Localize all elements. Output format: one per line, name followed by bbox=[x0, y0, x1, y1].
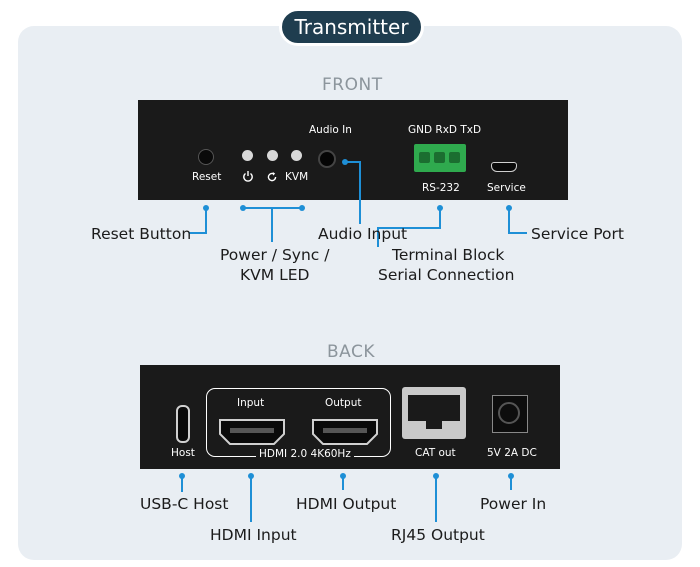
hdmi-output-label: Output bbox=[325, 397, 362, 409]
back-section-label: BACK bbox=[327, 342, 376, 362]
callout-led-line2: KVM LED bbox=[240, 266, 310, 284]
sync-led bbox=[267, 150, 278, 161]
rj45-opening bbox=[408, 395, 460, 421]
service-label: Service bbox=[487, 182, 526, 194]
front-section-label: FRONT bbox=[322, 75, 383, 95]
callout-reset-button: Reset Button bbox=[91, 225, 192, 243]
callout-usbc-host: USB-C Host bbox=[140, 495, 229, 513]
dc-jack-ring bbox=[498, 402, 520, 424]
host-label: Host bbox=[171, 447, 195, 459]
rj45-port bbox=[402, 387, 466, 439]
cat-out-label: CAT out bbox=[415, 447, 456, 459]
kvm-label: KVM bbox=[285, 171, 309, 183]
terminal-screw-2 bbox=[434, 152, 445, 163]
reset-label: Reset bbox=[192, 171, 222, 183]
title-badge: Transmitter bbox=[279, 8, 424, 46]
usbc-port bbox=[176, 405, 190, 443]
terminal-block bbox=[414, 144, 466, 172]
kvm-led bbox=[291, 150, 302, 161]
reset-button-hole bbox=[198, 149, 214, 165]
front-device: Reset KVM Audio In GND RxD TxD RS-232 Se… bbox=[138, 100, 568, 200]
power-icon bbox=[243, 171, 253, 182]
hdmi-input-label: Input bbox=[237, 397, 265, 409]
callout-rj45-output: RJ45 Output bbox=[391, 526, 485, 544]
callout-terminal-line1: Terminal Block bbox=[392, 246, 505, 264]
callout-audio-input: Audio Input bbox=[318, 225, 408, 243]
power-led bbox=[242, 150, 253, 161]
hdmi-output-port bbox=[312, 419, 378, 445]
callout-service-port: Service Port bbox=[531, 225, 624, 243]
micro-usb-port bbox=[491, 162, 517, 172]
callout-hdmi-output: HDMI Output bbox=[296, 495, 397, 513]
dc-power-jack bbox=[492, 395, 528, 433]
audio-jack bbox=[318, 150, 336, 168]
back-device: Host Input Output HDMI 2.0 4K60Hz CAT ou… bbox=[140, 365, 560, 469]
hdmi-spec-label: HDMI 2.0 4K60Hz bbox=[256, 448, 354, 460]
rj45-latch bbox=[426, 421, 442, 429]
audio-in-label: Audio In bbox=[309, 124, 352, 136]
callout-terminal-line2: Serial Connection bbox=[378, 266, 515, 284]
sync-icon bbox=[267, 172, 277, 182]
power-rating-label: 5V 2A DC bbox=[487, 447, 537, 459]
callout-hdmi-input: HDMI Input bbox=[210, 526, 297, 544]
terminal-screw-3 bbox=[449, 152, 460, 163]
callout-power-in: Power In bbox=[480, 495, 547, 513]
hdmi-input-port bbox=[219, 419, 285, 445]
callout-led-line1: Power / Sync / bbox=[220, 246, 330, 264]
terminal-screw-1 bbox=[419, 152, 430, 163]
gnd-rxd-txd-label: GND RxD TxD bbox=[408, 124, 482, 136]
rs232-label: RS-232 bbox=[422, 182, 460, 194]
